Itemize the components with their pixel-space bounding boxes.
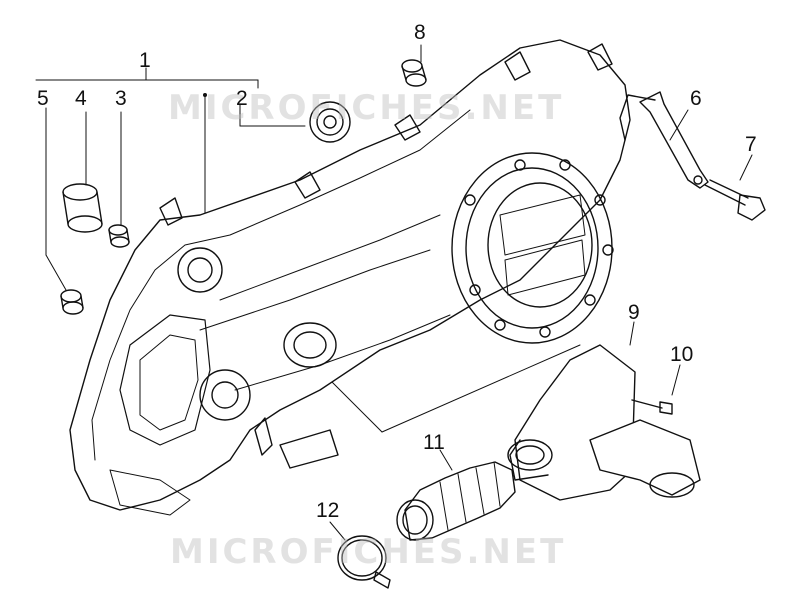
callout-8: 8 xyxy=(414,21,426,44)
callout-7: 7 xyxy=(745,133,757,156)
part-11-bellows xyxy=(396,461,516,541)
callout-11: 11 xyxy=(423,431,445,454)
part-2-bearing xyxy=(309,101,351,143)
watermark-bottom: MICROFICHES.NET xyxy=(170,532,567,572)
clutch-cover xyxy=(451,152,614,344)
part-9-duct xyxy=(507,344,701,501)
callout-1: 1 xyxy=(139,49,151,72)
part-7-bolt xyxy=(704,179,766,221)
part-4-bush xyxy=(62,183,103,233)
callout-12: 12 xyxy=(316,499,340,522)
part-8-dowel xyxy=(401,59,427,87)
part-12-clamp xyxy=(337,535,391,589)
callout-4: 4 xyxy=(75,87,87,110)
callout-5: 5 xyxy=(37,87,49,110)
callout-3: 3 xyxy=(115,87,127,110)
callout-10: 10 xyxy=(670,343,694,366)
transmission-cover xyxy=(69,39,631,516)
callout-9: 9 xyxy=(628,301,640,324)
watermark-top: MICROFICHES.NET xyxy=(168,88,565,128)
part-6-bracket xyxy=(619,91,709,189)
leader-dot xyxy=(203,93,207,97)
part-5-dowel xyxy=(60,289,84,315)
callout-6: 6 xyxy=(690,87,702,110)
part-3-bush xyxy=(108,224,130,248)
callout-2: 2 xyxy=(236,87,248,110)
leader-lines xyxy=(35,44,753,541)
part-10-screw xyxy=(631,399,673,415)
